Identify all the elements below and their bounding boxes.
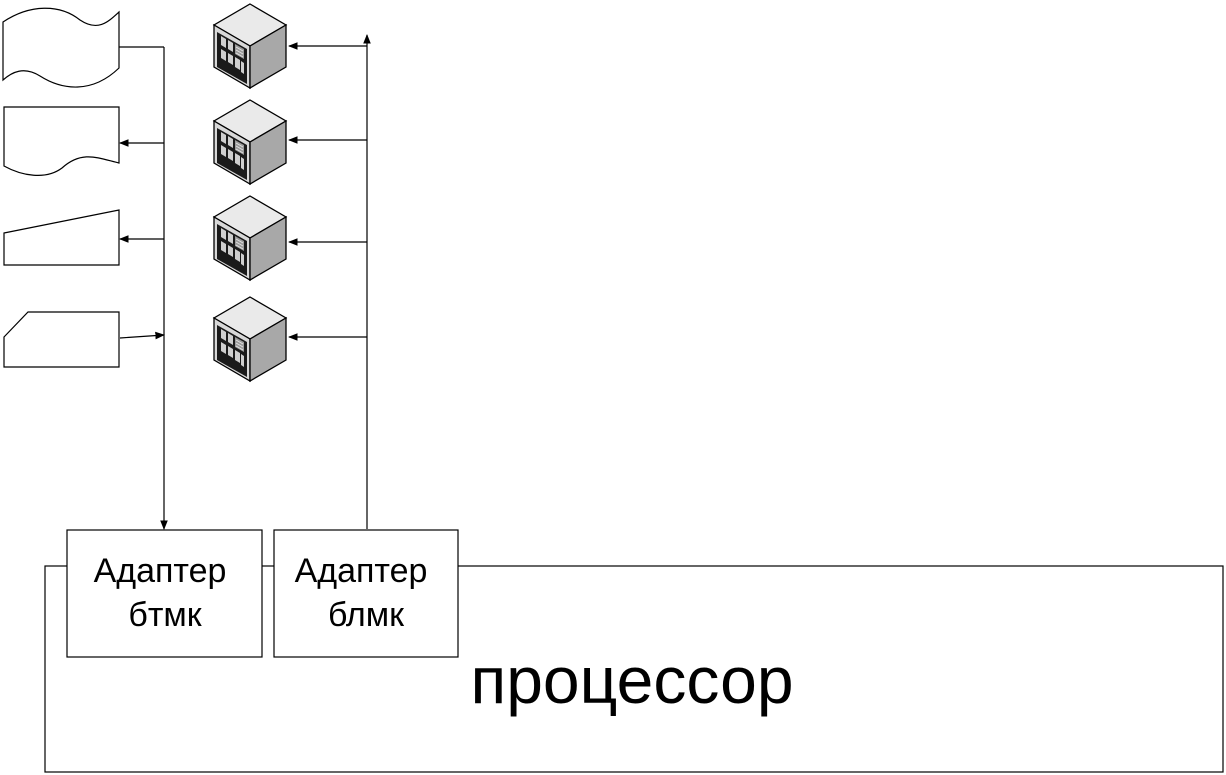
storage-unit-icon — [213, 99, 287, 185]
manual-input-icon — [3, 209, 120, 266]
storage-unit-icon — [213, 195, 287, 281]
adapter-blmk-label-line2: блмк — [328, 596, 405, 634]
adapter-btmk: Адаптер бтмк — [66, 529, 263, 658]
adapter-blmk-label-line1: Адаптер — [295, 552, 428, 590]
punched-tape-icon — [2, 7, 120, 88]
btmk-bus — [119, 46, 168, 530]
punched-tape-icon — [3, 106, 120, 176]
storage-unit-icon — [213, 3, 287, 89]
adapter-btmk-label-line1: Адаптер — [94, 552, 227, 590]
adapter-btmk-label-line2: бтмк — [128, 596, 202, 634]
adapter-blmk: Адаптер блмк — [273, 529, 459, 658]
storage-unit-icon — [213, 296, 287, 382]
processor-label: процессор — [470, 643, 793, 717]
punched-card-icon — [3, 311, 120, 368]
blmk-bus — [288, 34, 371, 529]
